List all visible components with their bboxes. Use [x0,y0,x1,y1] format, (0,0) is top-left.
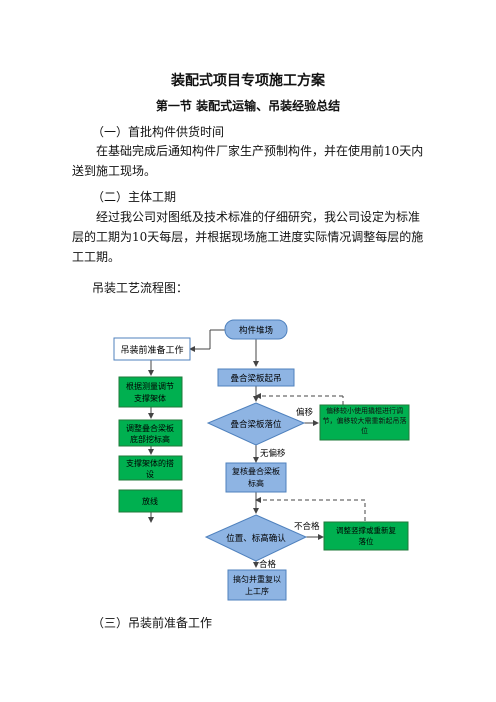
flow-side-readjust [323,521,409,551]
flow-prep-box [113,337,191,361]
flow-green-support-setup-line1: 支撑架体的搭 [126,458,174,468]
flow-green-adjust-support-line1: 根据测量调节 [126,381,174,391]
flow-green-adjust-support-line2: 支撑架体 [134,393,166,403]
paragraph-supply-time: 在基础完成后通知构件厂家生产预制构件，并在使用前10天内送到施工现场。 [72,144,424,178]
flow-side-readjust-line2: 落位 [359,536,374,546]
flow-step-lift [217,368,295,387]
flow-green-layout-label: 放线 [142,496,158,506]
section-title: 第一节 装配式运输、吊装经验总结 [155,99,341,113]
flow-end-box [227,569,287,601]
flow-decision-confirm-label: 位置、标高确认 [226,533,286,544]
flow-side-adjust-label: 偏移较小使用撬棍进行调节，偏移较大需重新起吊落位 [322,407,407,435]
paragraph-main-schedule: 经过我公司对图纸及技术标准的仔细研究，我公司设定为标准层的工期为10天每层，并根… [72,210,424,264]
flow-green-layout [118,489,183,513]
flow-green-adjust-elevation-line1: 调整叠合梁板 [126,423,174,433]
flow-step-recheck [225,462,287,493]
flow-decision-placement [206,402,306,446]
flow-side-readjust-line1: 调整竖撑或重新复 [336,525,396,535]
flow-side-adjust [319,404,410,441]
heading-supply-time: （一）首批构件供货时间 [92,125,225,139]
flow-green-support-setup-line2: 设 [146,469,154,479]
flow-step-lift-label: 叠合梁板起吊 [230,373,281,384]
flow-label-fail: 不合格 [294,521,320,532]
flow-step-recheck-line1: 复核叠合梁板 [232,466,280,476]
flow-green-adjust-support [118,376,183,408]
flow-label-no-offset: 无偏移 [260,448,286,459]
flow-decision-placement-label: 叠合梁板落位 [230,419,282,430]
heading-prep-work: （三）吊装前准备工作 [92,616,213,630]
flow-start-node [224,319,288,340]
flow-label-pass: 合格 [259,559,277,570]
flow-decision-confirm [204,514,308,562]
flow-label-offset: 偏移 [296,407,314,418]
flow-prep-label: 吊装前准备工作 [120,344,183,356]
flow-green-support-setup [118,455,183,481]
flow-green-adjust-elevation [118,419,183,447]
flow-end-line2: 上工序 [245,586,269,596]
flow-green-adjust-elevation-line2: 底部挖标高 [130,434,170,444]
document-title: 装配式项目专项施工方案 [171,73,325,89]
figure-caption: 吊装工艺流程图： [92,281,189,295]
flow-step-recheck-line2: 标高 [248,478,264,488]
flow-end-line1: 搞匀并重复以 [233,574,281,584]
heading-main-schedule: （二）主体工期 [92,190,177,204]
flow-start-label: 构件堆场 [239,325,273,336]
